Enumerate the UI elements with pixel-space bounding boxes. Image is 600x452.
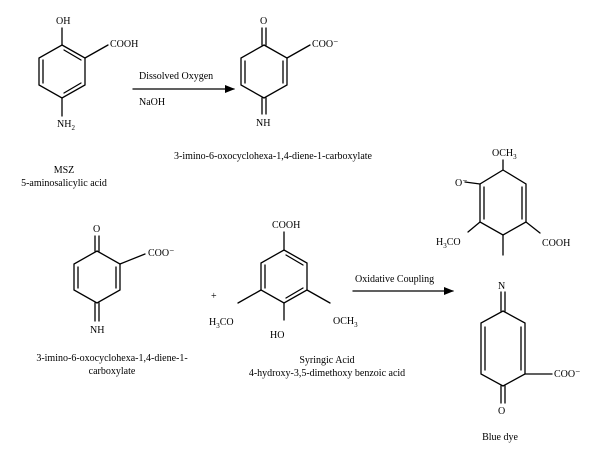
- syringic-name: Syringic Acid: [299, 355, 354, 366]
- msz-name: MSZ: [54, 165, 75, 176]
- product1-name: 3-imino-6-oxocyclohexa-1,4-diene-1-carbo…: [174, 151, 373, 162]
- reactant2-oxo-label: O: [93, 224, 100, 235]
- dye-coo-label: COO⁻: [554, 369, 580, 380]
- syringic-och3-label: OCH3: [333, 316, 358, 329]
- quinone-imine-structure-2: O COO⁻ NH: [73, 224, 174, 336]
- arrow1-condition-below: NaOH: [139, 97, 165, 108]
- product1-nh-label: NH: [256, 118, 270, 129]
- quinone-imine-structure-1: O COO⁻ NH: [240, 16, 338, 129]
- plus-sign: +: [211, 291, 217, 302]
- arrow1-condition-above: Dissolved Oxygen: [139, 71, 213, 82]
- dye-n-label: N: [498, 281, 505, 292]
- msz-nh2-label: NH2: [57, 119, 75, 132]
- dye-oxo-label: O: [498, 406, 505, 417]
- product1-coo-label: COO⁻: [312, 39, 338, 50]
- dye-och3-label: OCH3: [492, 148, 517, 161]
- msz-oh-label: OH: [56, 16, 70, 27]
- dye-name: Blue dye: [482, 432, 518, 443]
- dye-cooh-label: COOH: [542, 238, 570, 249]
- reactant2-name-line2: carboxylate: [89, 366, 136, 377]
- syringic-full-name: 4-hydroxy-3,5-dimethoxy benzoic acid: [249, 368, 405, 379]
- syringic-acid-structure: COOH H3CO OCH3 HO: [209, 220, 358, 341]
- reactant2-nh-label: NH: [90, 325, 104, 336]
- syringic-h3co-label: H3CO: [209, 317, 234, 330]
- syringic-cooh-label: COOH: [272, 220, 300, 231]
- syringic-ho-label: HO: [270, 330, 284, 341]
- product1-oxo-label: O: [260, 16, 267, 27]
- dye-o-minus-label: O⁻: [455, 178, 468, 189]
- blue-dye-structure: OCH3 O⁻ H3CO COOH N COO⁻ O: [436, 148, 580, 417]
- msz-structure: OH COOH NH2: [38, 16, 138, 132]
- dye-h3co-label: H3CO: [436, 237, 461, 250]
- reactant2-name-line1: 3-imino-6-oxocyclohexa-1,4-diene-1-: [36, 353, 187, 364]
- reactant2-coo-label: COO⁻: [148, 248, 174, 259]
- arrow2-condition-above: Oxidative Coupling: [355, 274, 434, 285]
- msz-cooh-label: COOH: [110, 39, 138, 50]
- msz-full-name: 5-aminosalicylic acid: [21, 178, 107, 189]
